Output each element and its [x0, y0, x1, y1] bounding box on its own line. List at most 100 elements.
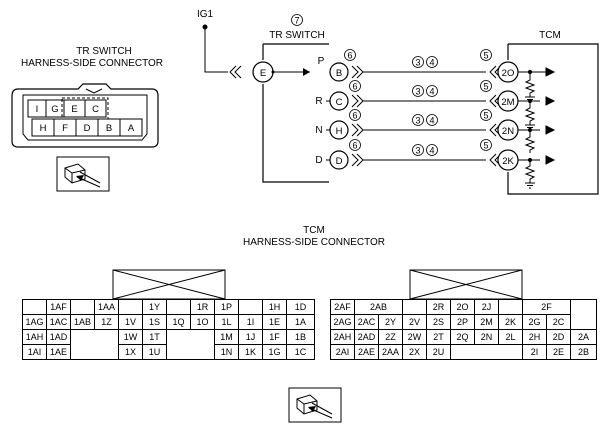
tr-cavity-c: C	[92, 104, 99, 115]
signal-wires	[363, 71, 486, 161]
pin-cell: 2W	[402, 329, 428, 345]
pin-cell: 1Z	[94, 314, 119, 330]
tcm-connector-title-line2: HARNESS-SIDE CONNECTOR	[243, 237, 385, 248]
pin-cell: 2Q	[450, 329, 476, 345]
left-latch-box	[112, 269, 226, 300]
pin-cell: 1J	[238, 329, 263, 345]
harness-side-pictogram-bottom-icon	[288, 387, 342, 423]
tr-cavity-b: B	[106, 123, 112, 134]
pin-cell: 2L	[498, 329, 524, 345]
pin-cell: 2K	[498, 314, 524, 330]
pin-cell: 2AI	[330, 344, 355, 360]
pin-cell: 1AF	[46, 299, 71, 315]
position-n: N	[315, 125, 322, 136]
output-mark-1: 6	[347, 51, 352, 61]
output-pin-c-label: C	[336, 97, 343, 108]
pin-cell: 2J	[474, 299, 500, 315]
pin-cell: 2AC	[354, 314, 379, 330]
position-d: D	[315, 155, 322, 166]
pin-cell: 2U	[426, 344, 452, 360]
pin-cell	[166, 299, 191, 315]
svg-text:4: 4	[429, 146, 434, 156]
grid-1-row-2: 1AG 1AC 1AB 1Z 1V 1S 1Q 1O 1L 1I 1E 1A	[22, 314, 315, 330]
pin-cell: 2AG	[330, 314, 355, 330]
tr-cavity-d: D	[84, 123, 91, 134]
svg-text:5: 5	[483, 51, 488, 61]
tcm-connector-grid-2: 2AF 2AB 2R 2O 2J 2F 2AG 2AC 2Y 2V 2S 2P …	[330, 299, 598, 360]
pin-cell: 2AB	[353, 299, 404, 315]
tr-connector-title-line1: TR SWITCH	[76, 46, 132, 57]
pin-cell: 1B	[286, 329, 315, 345]
output-pin-b-label: B	[336, 68, 342, 79]
tcm-title: TCM	[539, 30, 561, 41]
pin-cell: 1AA	[94, 299, 119, 315]
pin-cell: 2AA	[377, 344, 404, 360]
pin-cell: 1U	[142, 344, 167, 360]
pin-cell: 1L	[214, 314, 239, 330]
pin-cell: 1T	[142, 329, 167, 345]
pin-cell: 2X	[402, 344, 428, 360]
tcm-pin-2o-label: 2O	[502, 68, 515, 79]
empty-cell	[70, 344, 119, 360]
pin-cell: 2O	[450, 299, 476, 315]
pin-cell: 2B	[570, 344, 598, 360]
tcm-pin-2n-label: 2N	[502, 126, 514, 137]
pin-cell: 1X	[118, 344, 143, 360]
right-latch-box	[409, 269, 523, 300]
pin-cell: 1AI	[22, 344, 47, 360]
pin-cell: 1AG	[22, 314, 47, 330]
pin-cell: 1Q	[166, 314, 191, 330]
tcm-pin-2k-label: 2K	[502, 156, 514, 167]
pin-cell: 1G	[262, 344, 287, 360]
pin-cell: 1K	[238, 344, 263, 360]
output-mark-4: 6	[352, 141, 357, 151]
svg-text:5: 5	[483, 111, 488, 121]
empty-cell	[166, 329, 215, 345]
pin-cell: 1V	[118, 314, 143, 330]
grid-2-row-4: 2AI 2AE 2AA 2X 2U 2I 2E 2B	[330, 344, 598, 360]
pin-cell: 2V	[402, 314, 428, 330]
empty-cell	[70, 329, 119, 345]
pin-cell: 2A	[570, 329, 598, 345]
pin-cell: 2H	[522, 329, 548, 345]
empty-cell	[450, 344, 524, 360]
empty-cell	[570, 299, 598, 315]
pin-cell: 1D	[286, 299, 315, 315]
pin-cell: 1AH	[22, 329, 47, 345]
pin-cell: 1A	[286, 314, 315, 330]
position-p: P	[318, 56, 325, 67]
pin-cell: 1AC	[46, 314, 71, 330]
pin-cell: 2F	[522, 299, 572, 315]
pin-cell: 2Y	[377, 314, 404, 330]
pin-cell: 2AF	[330, 299, 355, 315]
output-pin-d: D 6	[329, 139, 364, 170]
pin-e-label: E	[260, 68, 266, 79]
tr-switch-number: 7	[294, 16, 299, 26]
tcm-connector-grid-1: 1AF 1AA 1Y 1R 1P 1H 1D 1AG 1AC 1AB 1Z 1V…	[22, 299, 315, 360]
grid-1-row-1: 1AF 1AA 1Y 1R 1P 1H 1D	[22, 299, 315, 315]
tr-switch-housing	[262, 43, 329, 183]
grid-2-row-2: 2AG 2AC 2Y 2V 2S 2P 2M 2K 2G 2C	[330, 314, 598, 330]
pin-cell: 1I	[238, 314, 263, 330]
output-pin-h-label: H	[336, 126, 343, 137]
svg-text:5: 5	[483, 82, 488, 92]
pin-cell: 2I	[522, 344, 548, 360]
pin-cell: 2R	[426, 299, 452, 315]
svg-text:3: 3	[415, 116, 420, 126]
ig1-label: IG1	[197, 9, 214, 20]
pin-cell: 2G	[522, 314, 548, 330]
pin-cell: 1Y	[142, 299, 167, 315]
ig1-wire	[204, 27, 228, 73]
harness-side-pictogram-icon	[56, 156, 110, 192]
grid-1-row-3: 1AH 1AD 1W 1T 1M 1J 1F 1B	[22, 329, 315, 345]
tcm-connector-title-line1: TCM	[303, 225, 325, 236]
output-pin-c: C 6	[329, 80, 364, 111]
pin-cell	[402, 299, 428, 315]
tcm-pin-2k: 5 2K	[480, 139, 519, 171]
tr-cavity-f: F	[62, 123, 68, 134]
empty-cell	[166, 344, 215, 360]
output-pin-b: B 6	[329, 49, 364, 82]
empty-cell	[570, 314, 598, 330]
pin-cell: 2D	[546, 329, 572, 345]
grid-2-row-1: 2AF 2AB 2R 2O 2J 2F	[330, 299, 598, 315]
